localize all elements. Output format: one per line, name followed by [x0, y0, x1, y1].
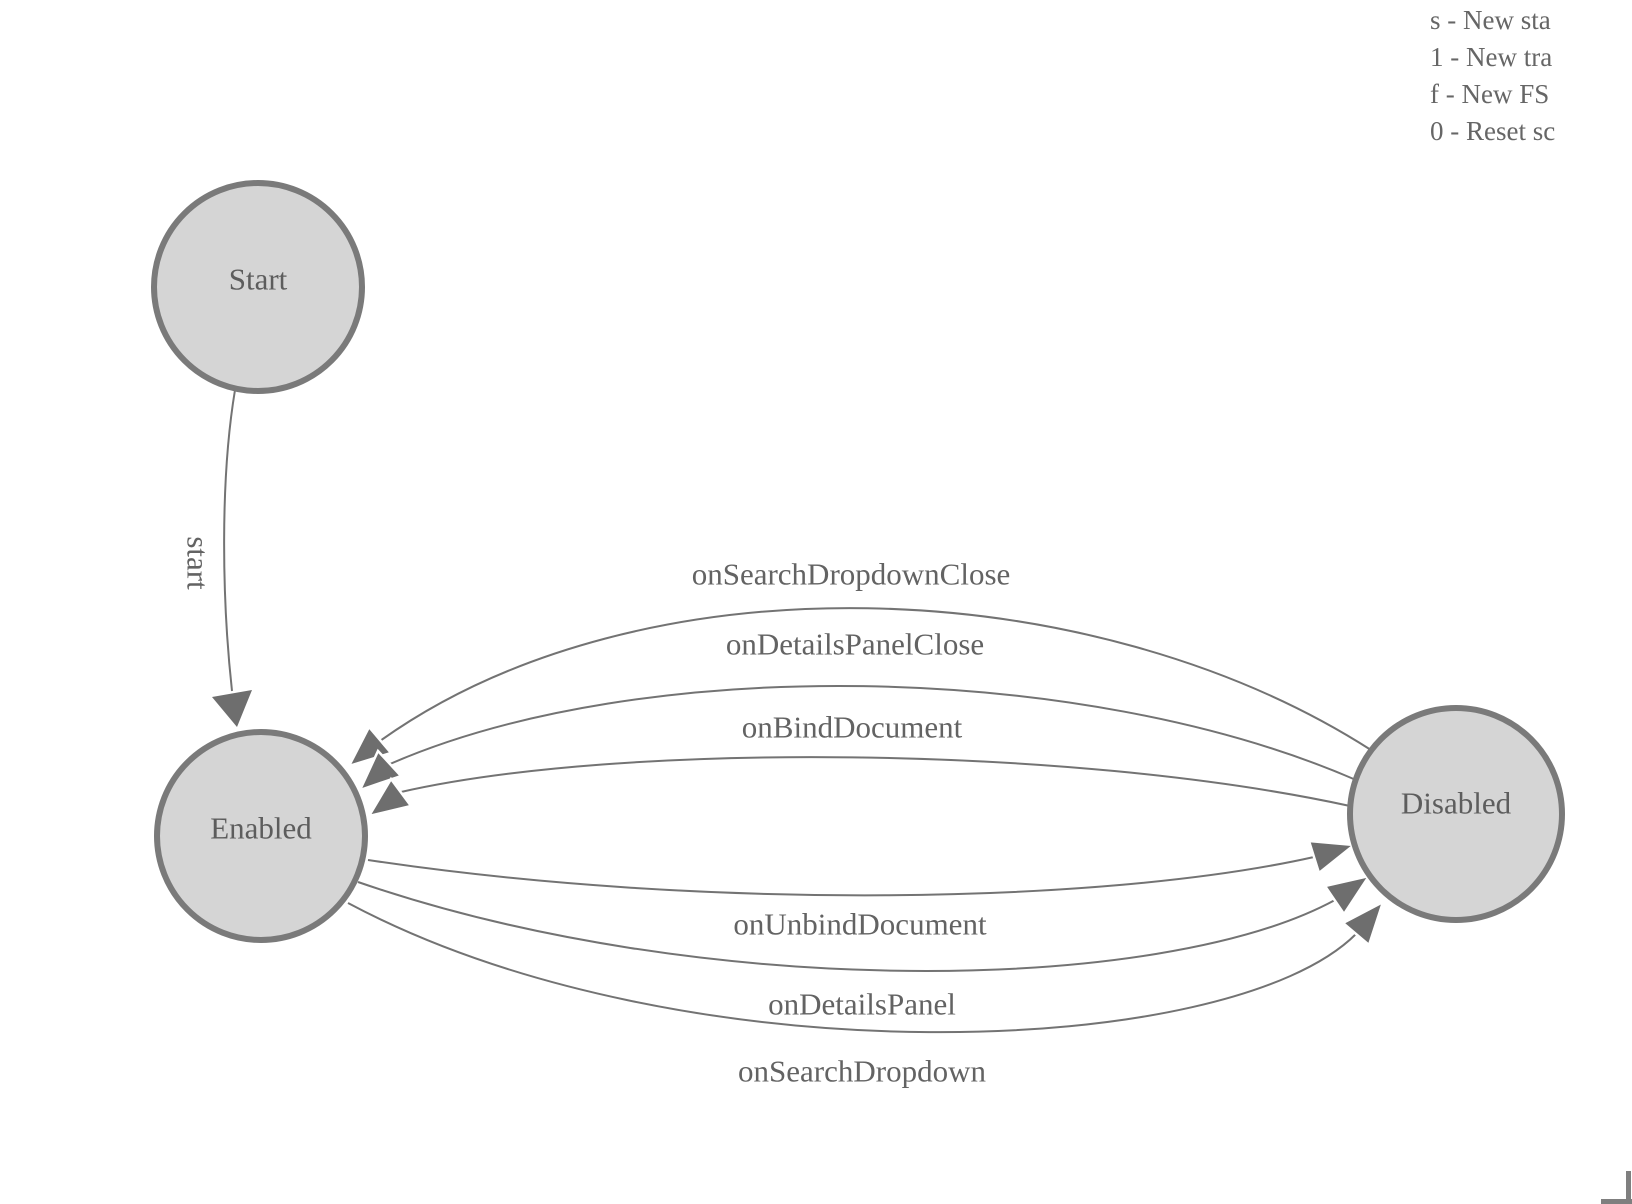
label-onSearchDropdown: onSearchDropdown [738, 1054, 986, 1089]
transition-labels: start onSearchDropdownClose onDetailsPan… [181, 536, 1011, 1088]
arrowhead-onDetailsPanelClose-icon [357, 748, 404, 793]
arrowhead-start-icon [212, 690, 252, 727]
edge-onSearchDropdown[interactable] [347, 902, 1357, 1034]
viewport-corner-marker [1601, 1171, 1632, 1204]
label-onSearchDropdownClose: onSearchDropdownClose [692, 557, 1011, 592]
edge-onDetailsPanelClose[interactable] [389, 684, 1357, 781]
corner-mark-vertical [1626, 1171, 1631, 1204]
label-onUnbindDocument: onUnbindDocument [733, 907, 987, 942]
label-onDetailsPanelClose: onDetailsPanelClose [726, 627, 984, 662]
arrowhead-onSearchDropdown-icon [1340, 899, 1386, 948]
edge-onBindDocument[interactable] [400, 756, 1351, 807]
legend-line-reset: 0 - Reset sc [1430, 116, 1555, 146]
edge-start[interactable] [223, 389, 236, 692]
state-circle-enabled[interactable] [154, 729, 368, 943]
legend-line-new-fsm: f - New FS [1430, 79, 1549, 109]
legend-line-new-transition: 1 - New tra [1430, 42, 1552, 72]
label-start: start [181, 536, 216, 590]
edge-onDetailsPanel[interactable] [357, 881, 1336, 972]
edge-onUnbindDocument[interactable] [367, 856, 1315, 897]
state-node-disabled[interactable]: Disabled [1347, 705, 1565, 923]
legend-line-new-state: s - New sta [1430, 5, 1551, 35]
state-circle-disabled[interactable] [1347, 705, 1565, 923]
arrowhead-onDetailsPanel-icon [1322, 874, 1372, 917]
arrowheads [212, 690, 1386, 948]
arrowhead-onUnbindDocument-icon [1307, 839, 1358, 876]
state-label-enabled: Enabled [210, 811, 312, 846]
state-label-disabled: Disabled [1401, 786, 1512, 821]
edge-onSearchDropdownClose[interactable] [379, 607, 1372, 751]
shortcut-legend: s - New sta 1 - New tra f - New FS 0 - R… [1430, 5, 1555, 146]
state-node-enabled[interactable]: Enabled [154, 729, 368, 943]
transition-edges [223, 389, 1372, 1034]
state-label-start: Start [229, 262, 288, 297]
state-node-start[interactable]: Start [151, 180, 365, 394]
arrowhead-onBindDocument-icon [366, 776, 414, 818]
corner-mark-horizontal [1601, 1199, 1632, 1204]
state-circle-start[interactable] [151, 180, 365, 394]
label-onBindDocument: onBindDocument [742, 710, 963, 745]
label-onDetailsPanel: onDetailsPanel [768, 987, 956, 1022]
